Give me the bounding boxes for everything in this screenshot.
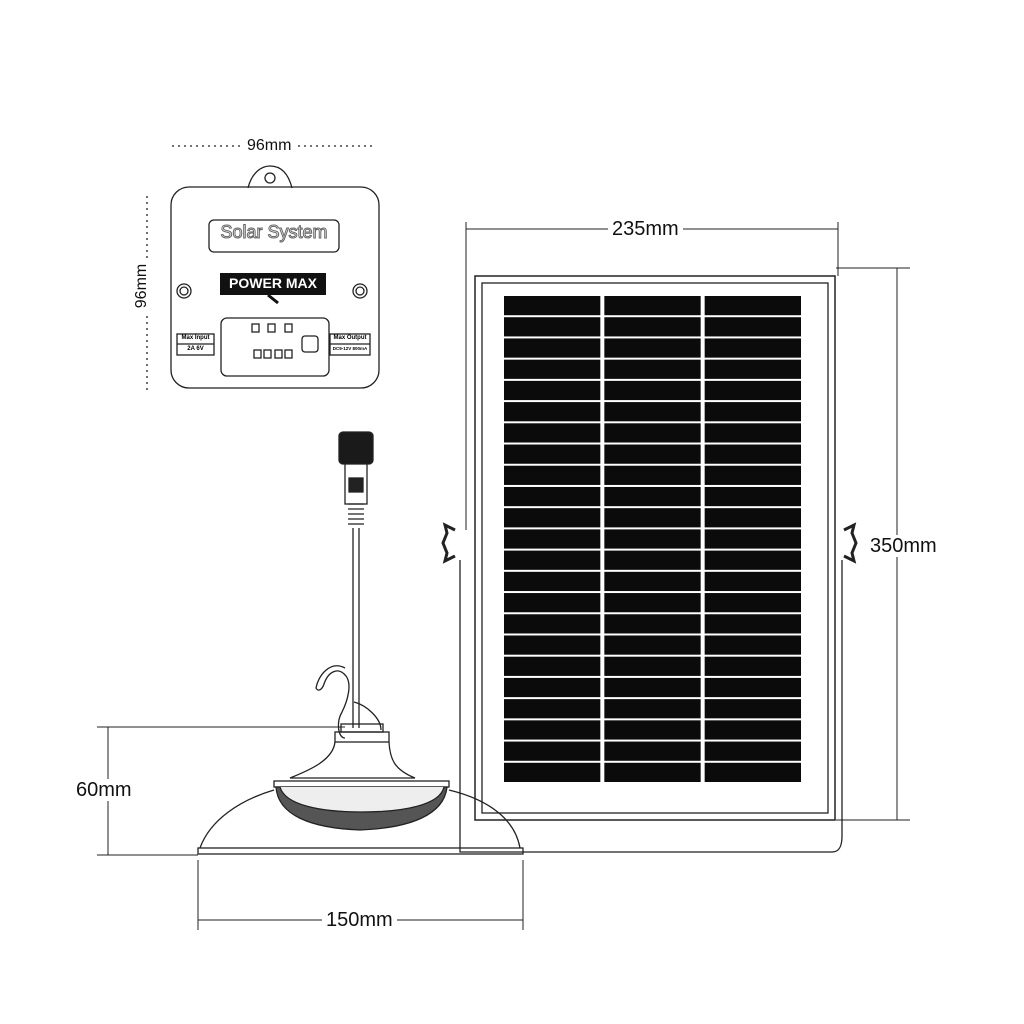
panel-width-label: 235mm bbox=[608, 218, 683, 240]
solar-cell bbox=[704, 656, 801, 676]
lamp-dimensions bbox=[97, 726, 524, 930]
max-output-value: DC9-12V 800mA bbox=[332, 346, 368, 351]
solar-cell bbox=[604, 720, 701, 740]
solar-cell bbox=[604, 571, 701, 592]
solar-cell bbox=[704, 593, 801, 613]
solar-cell bbox=[504, 296, 601, 316]
solar-cell bbox=[704, 317, 801, 337]
solar-cell bbox=[604, 465, 701, 485]
solar-cell bbox=[604, 593, 701, 613]
solar-cell bbox=[604, 677, 701, 698]
solar-cell bbox=[604, 444, 701, 464]
solar-system-label-box bbox=[208, 219, 340, 253]
solar-cell bbox=[504, 593, 601, 613]
solar-cell bbox=[504, 614, 601, 634]
solar-cell bbox=[504, 508, 601, 528]
solar-cell bbox=[704, 762, 801, 782]
pendant-lamp bbox=[197, 665, 524, 855]
solar-cell bbox=[504, 762, 601, 782]
solar-cell bbox=[604, 741, 701, 761]
solar-cell bbox=[504, 380, 601, 401]
charge-controller bbox=[170, 165, 380, 389]
solar-cell bbox=[504, 486, 601, 507]
solar-cell bbox=[704, 338, 801, 358]
solar-cell bbox=[504, 720, 601, 740]
max-output-title: Max Output bbox=[333, 335, 367, 341]
solar-panel bbox=[441, 275, 858, 853]
lamp-height-label: 60mm bbox=[72, 779, 136, 801]
solar-cell bbox=[604, 762, 701, 782]
controller-width-label: 96mm bbox=[243, 135, 296, 157]
solar-cell bbox=[704, 571, 801, 592]
solar-cell bbox=[504, 338, 601, 358]
solar-cell bbox=[604, 296, 701, 316]
solar-cell bbox=[604, 529, 701, 549]
solar-cell bbox=[604, 550, 701, 570]
solar-cells bbox=[504, 296, 801, 782]
solar-cell bbox=[704, 296, 801, 316]
connector-cable bbox=[338, 431, 374, 728]
solar-cell bbox=[704, 402, 801, 422]
solar-cell bbox=[504, 656, 601, 676]
solar-cell bbox=[704, 741, 801, 761]
solar-cell bbox=[604, 338, 701, 358]
solar-cell bbox=[604, 317, 701, 337]
solar-cell bbox=[604, 359, 701, 379]
solar-cell bbox=[704, 677, 801, 698]
solar-cell bbox=[504, 571, 601, 592]
solar-cell bbox=[704, 550, 801, 570]
solar-cell bbox=[504, 402, 601, 422]
solar-cell bbox=[604, 380, 701, 401]
power-max-logo bbox=[220, 273, 326, 295]
solar-cell bbox=[604, 486, 701, 507]
solar-cell bbox=[504, 465, 601, 485]
controller-height-label: 96mm bbox=[131, 259, 154, 313]
solar-cell bbox=[704, 359, 801, 379]
solar-cell bbox=[704, 380, 801, 401]
solar-cell bbox=[504, 699, 601, 719]
solar-cell bbox=[604, 635, 701, 655]
solar-cell bbox=[504, 635, 601, 655]
lamp-width-label: 150mm bbox=[322, 909, 397, 931]
solar-cell bbox=[504, 550, 601, 570]
solar-cell bbox=[704, 423, 801, 443]
solar-cell bbox=[504, 741, 601, 761]
solar-cell bbox=[604, 614, 701, 634]
solar-cell bbox=[704, 486, 801, 507]
solar-cell bbox=[504, 423, 601, 443]
solar-cell bbox=[704, 720, 801, 740]
solar-cell bbox=[704, 465, 801, 485]
solar-cell bbox=[504, 677, 601, 698]
solar-cell bbox=[604, 423, 701, 443]
solar-cell bbox=[704, 444, 801, 464]
max-input-title: Max Input bbox=[181, 335, 210, 341]
solar-cell bbox=[704, 614, 801, 634]
solar-system-label: Solar System bbox=[220, 222, 328, 243]
solar-cell bbox=[504, 444, 601, 464]
solar-cell bbox=[604, 402, 701, 422]
solar-cell bbox=[604, 699, 701, 719]
max-input-value: 2A 6V bbox=[187, 346, 204, 352]
solar-cell bbox=[704, 635, 801, 655]
solar-cell bbox=[704, 529, 801, 549]
panel-height-label: 350mm bbox=[866, 535, 941, 557]
brand-logo-text: POWER MAX bbox=[229, 275, 317, 291]
solar-cell bbox=[704, 699, 801, 719]
solar-cell bbox=[504, 529, 601, 549]
solar-cell bbox=[604, 508, 701, 528]
solar-cell bbox=[604, 656, 701, 676]
solar-cell bbox=[504, 359, 601, 379]
solar-cell bbox=[704, 508, 801, 528]
solar-cell bbox=[504, 317, 601, 337]
